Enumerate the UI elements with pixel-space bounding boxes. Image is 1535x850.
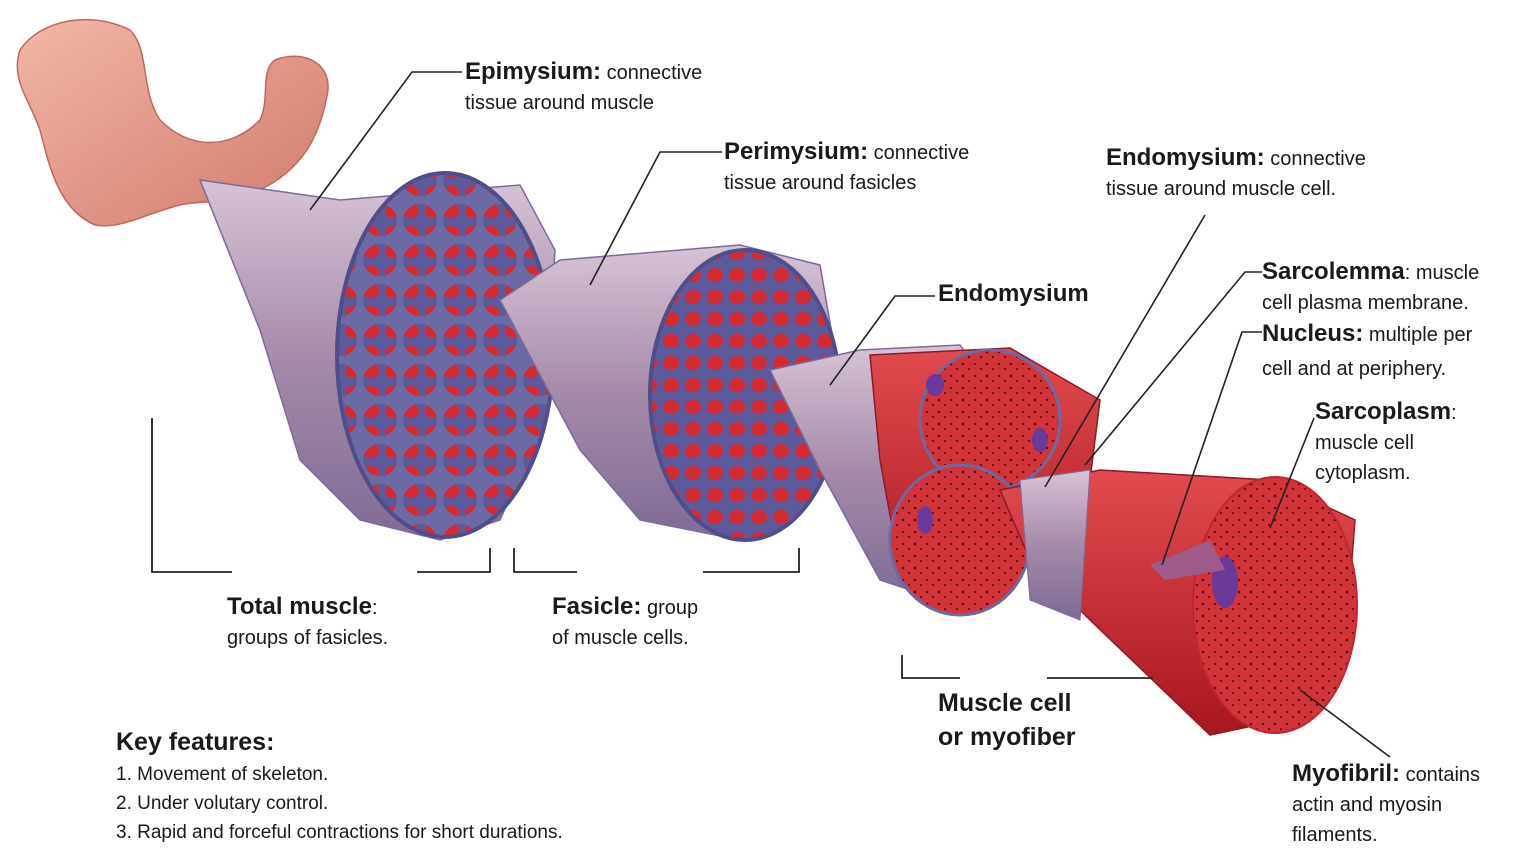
bracket-fasicle [514, 548, 577, 572]
label-nucleus: Nucleus: multiple per cell and at periph… [1262, 317, 1472, 386]
leader-sarcolemma [1085, 272, 1262, 465]
key-feature-item: 1. Movement of skeleton. [116, 760, 563, 789]
bracket-muscle-cell [902, 655, 960, 678]
key-feature-item: 2. Under volutary control. [116, 789, 563, 818]
label-sarcolemma: Sarcolemma: muscle cell plasma membrane. [1262, 257, 1479, 318]
bracket-fasicle-right [703, 548, 799, 572]
label-endomysium-top: Endomysium: connective tissue around mus… [1106, 143, 1366, 204]
label-total-muscle: Total muscle: groups of fasicles. [227, 592, 388, 653]
label-sarcoplasm: Sarcoplasm: muscle cell cytoplasm. [1315, 397, 1457, 488]
label-perimysium: Perimysium: connective tissue around fas… [724, 137, 969, 198]
label-fasicle: Fasicle: group of muscle cells. [552, 592, 698, 653]
label-endomysium-mid: Endomysium [938, 279, 1089, 310]
label-muscle-cell: Muscle cell or myofiber [938, 686, 1076, 754]
leader-myofibril [1300, 690, 1390, 757]
leader-endomysium-top [1045, 215, 1205, 487]
bracket-total-muscle [152, 418, 232, 572]
key-feature-item: 3. Rapid and forceful contractions for s… [116, 818, 563, 847]
bracket-total-muscle-right [417, 548, 490, 572]
key-features-title: Key features: [116, 728, 274, 757]
key-features-list: 1. Movement of skeleton. 2. Under voluta… [116, 760, 563, 847]
label-myofibril: Myofibril: contains actin and myosin fil… [1292, 759, 1480, 850]
label-epimysium: Epimysium: connective tissue around musc… [465, 57, 702, 118]
total-muscle-cross-section [337, 173, 553, 537]
